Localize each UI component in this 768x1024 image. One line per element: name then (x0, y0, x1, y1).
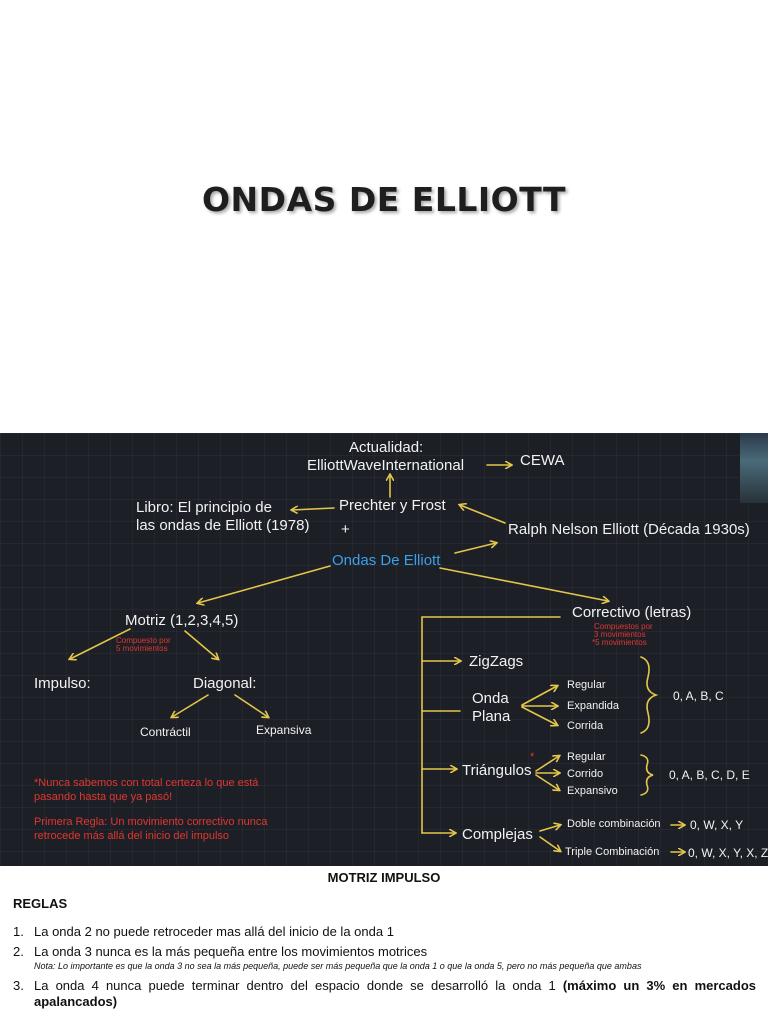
list-number: 1. (13, 924, 24, 939)
rule-note: Nota: Lo importante es que la onda 3 no … (34, 961, 642, 971)
rule-text: La onda 3 nunca es la más pequeña entre … (34, 944, 428, 959)
plana-regular-label: Regular (567, 679, 606, 691)
libro-label-2: las ondas de Elliott (1978) (136, 517, 310, 534)
arrow-diagonal-expansiva (234, 694, 268, 717)
cewa-label: CEWA (520, 452, 565, 469)
brace-plana (640, 656, 659, 734)
rule-text-bold: (máximo un 3% en mercados apalancados) (34, 978, 757, 1009)
arrow-plana-regular (521, 686, 557, 706)
note-certeza-1: *Nunca sabemos con total certeza lo que … (34, 777, 259, 789)
actualidad-label: Actualidad: (349, 439, 424, 456)
rules-list: 1. La onda 2 no puede retroceder mas all… (13, 924, 756, 1014)
ewi-label: ElliottWaveInternational (307, 457, 465, 474)
complejas-label: Complejas (462, 826, 533, 843)
list-item: 1. La onda 2 no puede retroceder mas all… (13, 924, 756, 940)
plana-corrida-label: Corrida (567, 720, 604, 732)
arrow-ondas-motriz (198, 565, 331, 603)
note-certeza-2: pasando hasta que ya pasó! (34, 791, 173, 803)
arrow-prechter-libro (292, 508, 335, 510)
plana-letters: 0, A, B, C (673, 689, 724, 703)
correctivo-note-1: Compuestos por (594, 622, 653, 631)
correctivo-note-2: 3 movimientos (594, 630, 646, 639)
ondas-label: Ondas De Elliott (332, 552, 441, 569)
plana-label: Plana (472, 708, 511, 725)
contractil-label: Contráctil (140, 725, 191, 739)
note-regla-2: retrocede más allá del inicio del impuls… (34, 830, 230, 842)
arrow-doble (539, 825, 560, 832)
zigzags-label: ZigZags (469, 653, 524, 670)
video-thumbnail (740, 433, 768, 503)
arrow-tri-regular (535, 756, 559, 772)
arrow-plana-corrida (521, 706, 557, 725)
arrow-motriz-impulso (70, 628, 131, 659)
tri-expansivo-label: Expansivo (567, 785, 618, 797)
triple-label: Triple Combinación (565, 846, 660, 858)
libro-label-1: Libro: El principio de (136, 499, 272, 516)
triple-letters: 0, W, X, Y, X, Z (688, 846, 768, 860)
correctivo-note-3: *5 movimientos (592, 638, 647, 647)
motriz-note-1: Compuesto por (116, 636, 171, 645)
plus-label: + (341, 521, 350, 538)
tri-corrido-label: Corrido (567, 768, 604, 780)
list-item: 2. La onda 3 nunca es la más pequeña ent… (13, 944, 756, 960)
rule-text: La onda 2 no puede retroceder mas allá d… (34, 924, 394, 939)
plana-expandida-label: Expandida (567, 700, 619, 712)
brace-triangulos (640, 754, 654, 796)
diagonal-label: Diagonal: (193, 675, 257, 692)
arrow-ondas-correctivo (439, 567, 608, 601)
motriz-label: Motriz (1,2,3,4,5) (125, 612, 239, 629)
rule-text: La onda 4 nunca puede terminar dentro de… (34, 978, 556, 993)
ralph-label: Ralph Nelson Elliott (Década 1930s) (508, 521, 750, 538)
arrow-ondas-ralph (454, 543, 496, 554)
correctivo-label: Correctivo (letras) (572, 604, 692, 621)
arrow-triple (539, 836, 560, 851)
impulso-label: Impulso: (34, 675, 91, 692)
tri-regular-label: Regular (567, 751, 606, 763)
expansiva-label: Expansiva (256, 723, 312, 737)
doble-letters: 0, W, X, Y (690, 818, 744, 832)
prechter-label: Prechter y Frost (339, 497, 446, 514)
doble-label: Doble combinación (567, 818, 661, 830)
elliott-wave-diagram: Actualidad: ElliottWaveInternational CEW… (0, 433, 768, 866)
note-regla-1: Primera Regla: Un movimiento correctivo … (34, 816, 268, 828)
tri-letters: 0, A, B, C, D, E (669, 768, 750, 782)
arrow-motriz-diagonal (184, 630, 218, 659)
motriz-note-2: 5 movimientos (116, 644, 168, 653)
arrow-tri-expansivo (535, 774, 559, 790)
arrow-ralph-prechter (460, 505, 506, 524)
correctivo-bracket (421, 616, 561, 834)
list-item: 3. La onda 4 nunca puede terminar dentro… (13, 978, 756, 1010)
arrow-diagonal-contractil (172, 694, 209, 717)
list-number: 2. (13, 944, 24, 959)
reglas-heading: REGLAS (13, 896, 68, 911)
page-title: ONDAS DE ELLIOTT (202, 180, 566, 219)
triangulos-label: Triángulos (462, 762, 532, 779)
diagram-arrows (0, 433, 768, 866)
triangulos-mark: * (530, 751, 535, 763)
onda-label: Onda (472, 690, 509, 707)
list-number: 3. (13, 978, 24, 993)
image-caption: MOTRIZ IMPULSO (327, 870, 441, 885)
